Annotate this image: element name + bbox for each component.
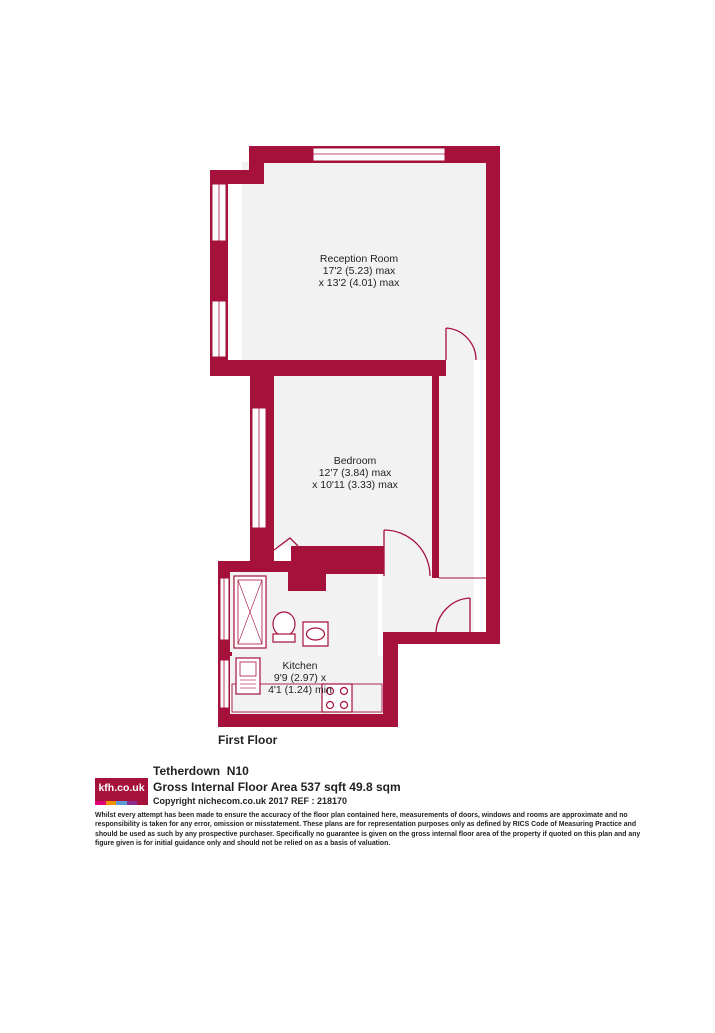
toilet [272,611,296,637]
bedroom-dim-1: 12'7 (3.84) max [319,467,392,479]
room-labels: Reception Room 17'2 (5.23) max x 13'2 (4… [268,253,400,696]
window-reception-top [312,147,446,162]
wall-top-left-notch [249,146,264,184]
wall-bath-chimney [288,561,326,591]
logo-stripe-4 [126,801,138,805]
door-landing [435,597,471,633]
kitchen-dim-1: 9'9 (2.97) x [274,672,327,684]
fixtures [231,575,383,713]
copyright-notice: Copyright nichecom.co.uk 2017 REF : 2181… [153,796,348,806]
wall-bottom [218,714,398,727]
bedroom-dim-2: x 10'11 (3.33) max [312,479,399,491]
wall-bath-kitchen [230,652,232,656]
wall-reception-bedroom [210,360,446,376]
door-bedroom [383,529,431,577]
wall-bedroom-hall [432,376,439,578]
kitchen-dim-2: 4'1 (1.24) min [268,684,332,696]
logo-stripe-1 [95,801,106,805]
window-kitchen-left [219,659,230,709]
logo-stripe-5 [137,801,148,805]
reception-dim-1: 17'2 (5.23) max [323,265,396,277]
floor-area: Gross Internal Floor Area 537 sqft 49.8 … [153,780,401,794]
logo-stripe-3 [116,801,127,805]
disclaimer-text: Whilst every attempt has been made to en… [95,812,641,847]
doors [273,327,486,633]
floor-label: First Floor [218,733,278,747]
logo-stripe [95,801,148,805]
wall-right [486,146,500,644]
reception-floor [242,162,486,360]
reception-name: Reception Room [320,253,398,265]
window-lines [218,153,445,708]
door-reception [445,327,477,361]
window-bath-left [219,577,230,641]
wall-kitchen-right [383,632,398,727]
kfh-logo: kfh.co.uk [95,778,148,805]
kitchen-worktop [231,683,383,713]
wall-landing-bottom [383,632,500,644]
reception-dim-2: x 13'2 (4.01) max [319,277,401,289]
wall-bath-top [218,561,290,572]
logo-text: kfh.co.uk [98,782,145,794]
property-title: Tetherdown N10 [153,764,249,778]
bedroom-floor [274,376,432,546]
door-cupboard [273,537,299,551]
kitchen-name: Kitchen [282,660,317,672]
logo-stripe-2 [105,801,117,805]
bedroom-name: Bedroom [334,455,377,467]
landing-floor [382,546,474,632]
